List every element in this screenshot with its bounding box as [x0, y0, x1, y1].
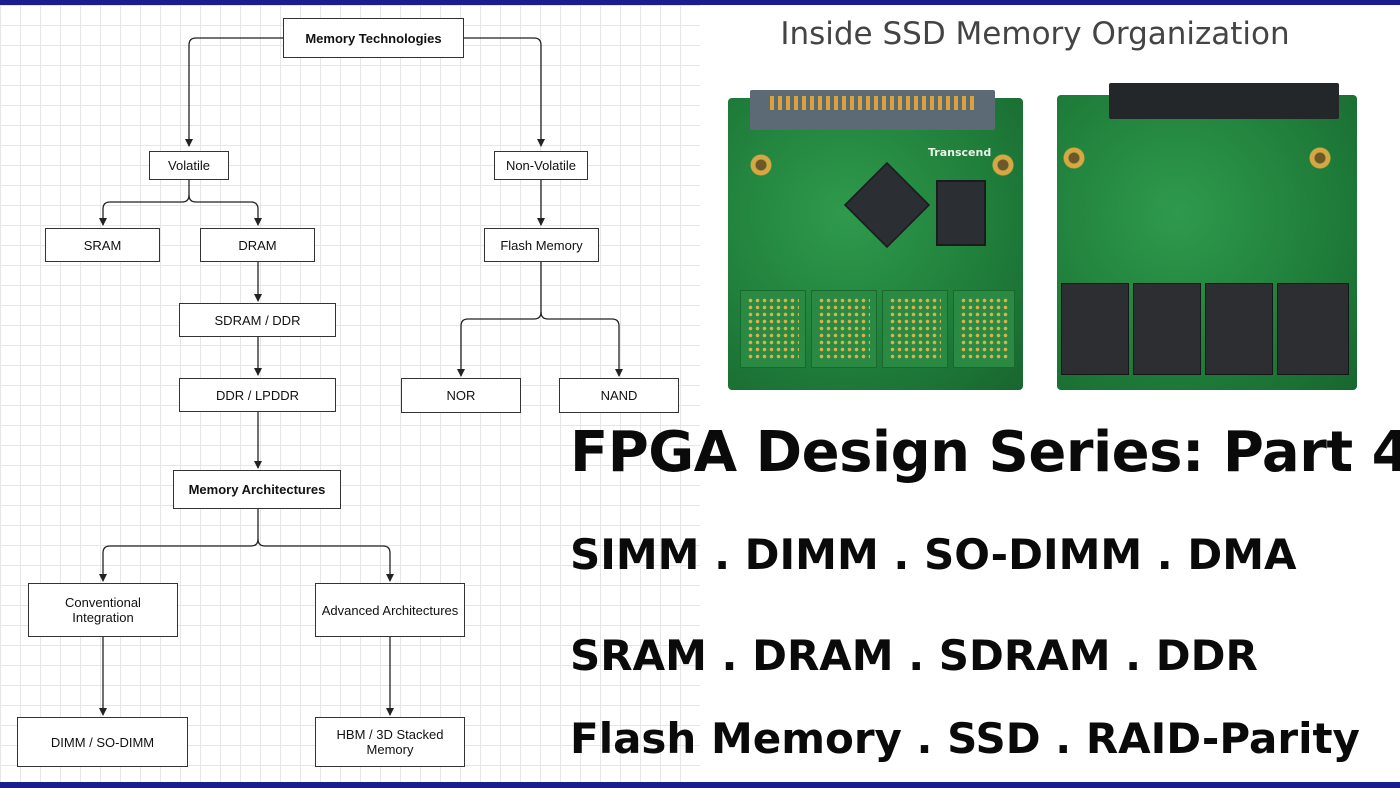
node-hbm-3d-stacked: HBM / 3D Stacked Memory	[315, 717, 465, 767]
node-flash-memory: Flash Memory	[484, 228, 599, 262]
node-advanced-architectures: Advanced Architectures	[315, 583, 465, 637]
ssd-photo-title: Inside SSD Memory Organization	[780, 16, 1290, 52]
edge-memarch-advanced	[257, 538, 394, 582]
nand-pad	[882, 290, 948, 368]
node-dram: DRAM	[200, 228, 315, 262]
edge-volatile-sram	[99, 180, 190, 226]
nand-chip	[1133, 283, 1201, 375]
nand-pad	[740, 290, 806, 368]
topic-line-1: SIMM . DIMM . SO-DIMM . DMA	[570, 530, 1297, 579]
diagram-connectors	[99, 37, 623, 716]
brand-label: Transcend	[928, 146, 992, 159]
ssd-board-back	[1057, 83, 1357, 390]
node-conventional-integration: Conventional Integration	[28, 583, 178, 637]
edge-flash-nor	[457, 262, 542, 377]
node-sdram-ddr: SDRAM / DDR	[179, 303, 336, 337]
nand-chip	[1277, 283, 1349, 375]
topic-line-3: Flash Memory . SSD . RAID-Parity	[570, 714, 1360, 763]
dram-cache-chip	[936, 180, 986, 246]
bottom-border	[0, 782, 1400, 788]
node-non-volatile: Non-Volatile	[494, 151, 588, 180]
controller-chip	[843, 161, 931, 249]
node-memory-architectures: Memory Architectures	[173, 470, 341, 509]
edge-memtech-nonvolatile	[464, 37, 545, 147]
nand-chip	[1061, 283, 1129, 375]
nand-pad	[953, 290, 1015, 368]
memory-hierarchy-diagram: Memory Technologies Volatile Non-Volatil…	[0, 5, 700, 782]
node-nand: NAND	[559, 378, 679, 413]
node-dimm-so-dimm: DIMM / SO-DIMM	[17, 717, 188, 767]
edge-volatile-dram	[188, 194, 262, 226]
ssd-board-front: Transcend	[728, 90, 1023, 390]
mount-hole	[1063, 147, 1085, 169]
nand-chip	[1205, 283, 1273, 375]
mount-hole	[750, 154, 772, 176]
mount-hole	[992, 154, 1014, 176]
sata-connector	[750, 90, 995, 130]
main-title: FPGA Design Series: Part 4	[570, 420, 1400, 485]
top-border	[0, 0, 1400, 5]
node-volatile: Volatile	[149, 151, 229, 180]
mount-hole	[1309, 147, 1331, 169]
topic-line-2: SRAM . DRAM . SDRAM . DDR	[570, 631, 1258, 680]
node-nor: NOR	[401, 378, 521, 413]
node-ddr-lpddr: DDR / LPDDR	[179, 378, 336, 412]
node-sram: SRAM	[45, 228, 160, 262]
edge-memtech-volatile	[185, 37, 283, 147]
sata-connector	[1109, 83, 1339, 119]
node-memory-technologies: Memory Technologies	[283, 18, 464, 58]
nand-pad	[811, 290, 877, 368]
edge-flash-nand	[540, 311, 623, 377]
edge-memarch-conventional	[99, 509, 259, 582]
